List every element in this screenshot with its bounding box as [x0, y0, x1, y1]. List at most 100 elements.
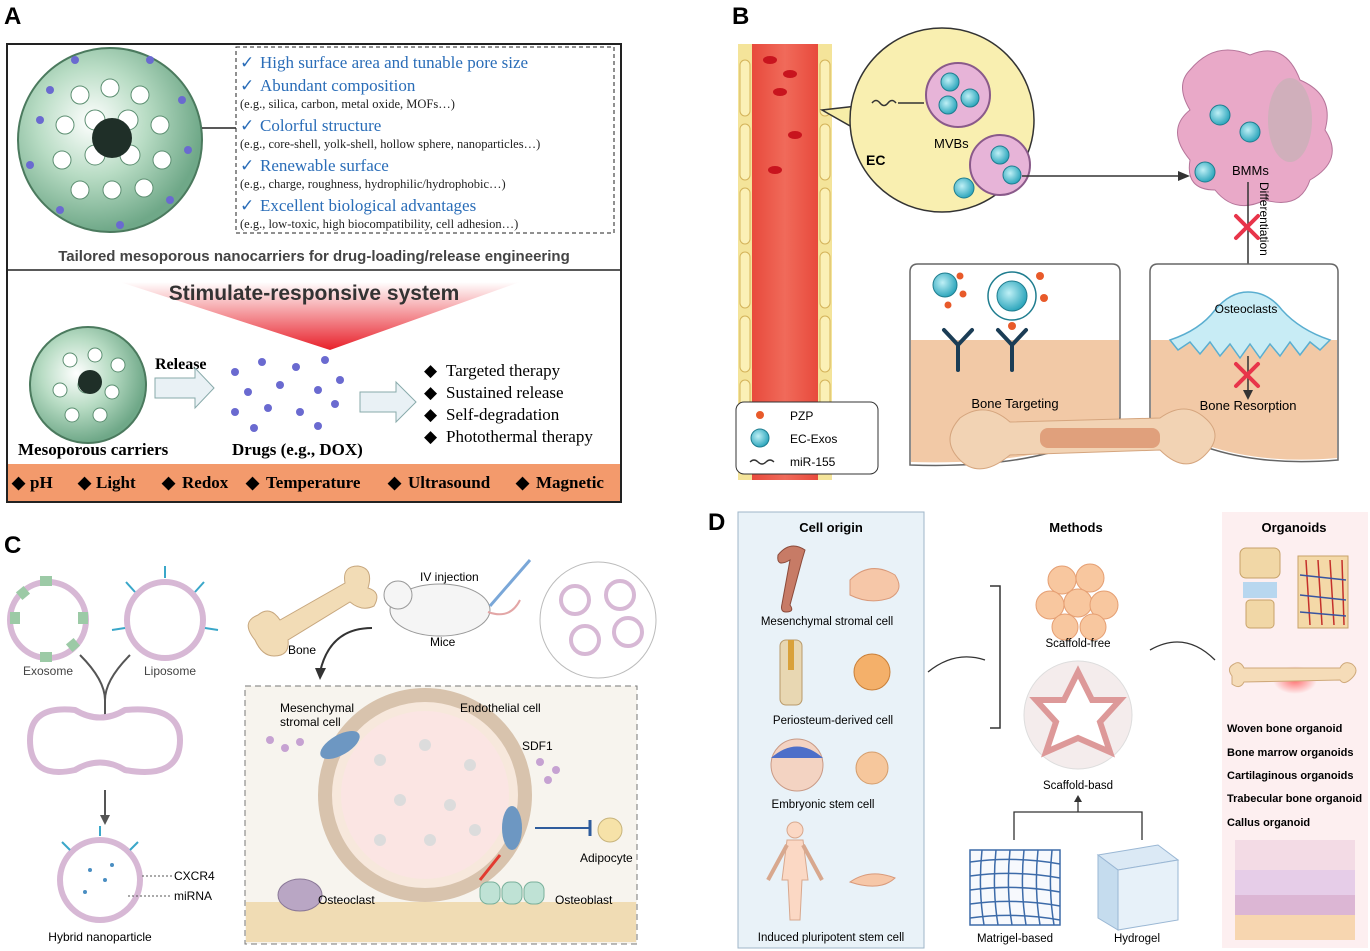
inhibit-x-icon: [1234, 362, 1260, 388]
cell-origin-title: Cell origin: [799, 520, 863, 535]
stimulus-item: Ultrasound: [408, 473, 491, 492]
hydrogel-icon: [1096, 844, 1180, 931]
ipsc-icon: [848, 873, 896, 887]
exosome-group: [938, 72, 980, 115]
stimulus-bullet: ◆: [515, 473, 530, 492]
stimulus-item: Light: [96, 473, 136, 492]
application-bullet: ◆: [424, 427, 438, 446]
panel-label-a: A: [4, 3, 21, 30]
application-bullet: ◆: [424, 383, 438, 402]
stimulus-bullet: ◆: [77, 473, 92, 492]
bone-targeting-label: Bone Targeting: [971, 396, 1058, 411]
cell-origin-label: Periosteum-derived cell: [773, 715, 893, 727]
feature-example: (e.g., silica, carbon, metal oxide, MOFs…: [240, 97, 455, 111]
feature-title: Colorful structure: [260, 116, 381, 135]
liposome-label: Liposome: [144, 664, 196, 678]
feature-check: ✓: [240, 156, 254, 175]
mouse-head: [383, 580, 413, 610]
legend-label: PZP: [790, 409, 813, 423]
receptor-icons: [942, 328, 1028, 372]
exosome-group: [953, 145, 1022, 199]
mesoporous-sphere-large: [17, 47, 203, 233]
feature-title: Renewable surface: [260, 156, 389, 175]
bmms-label: BMMs: [1232, 163, 1269, 178]
stimuli-bar: [8, 464, 620, 501]
mesoporous-sphere-small: [29, 326, 147, 444]
bone-resorption-label: Bone Resorption: [1200, 398, 1297, 413]
osteoclast-cell: [1168, 291, 1332, 360]
mirna-icon: [749, 459, 775, 465]
targeted-exosome: [987, 271, 1048, 330]
feature-title: Abundant composition: [260, 76, 416, 95]
drug-particles: [231, 356, 344, 432]
release-label: Release: [155, 356, 207, 373]
osteoclast-label: Osteoclast: [318, 893, 375, 907]
cxcr4-label: CXCR4: [174, 869, 215, 883]
fusing-vesicle: [26, 706, 184, 775]
panel-label-d: D: [708, 509, 725, 536]
organoid-type: Callus organoid: [1227, 817, 1310, 829]
stimulus-bullet: ◆: [387, 473, 402, 492]
feature-example: (e.g., low-toxic, high biocompatibility,…: [240, 217, 518, 231]
scaffold-arrowhead: [1074, 795, 1082, 802]
application-bullet: ◆: [424, 405, 438, 424]
sdf1-particles: [266, 736, 560, 784]
cell-origin-label: Embryonic stem cell: [772, 799, 875, 811]
inhibit-x-icon: [1234, 214, 1260, 240]
trabecular-bone-icon: [1297, 555, 1349, 629]
organoid-type: Cartilaginous organoids: [1227, 770, 1354, 782]
stimulus-item: Redox: [182, 473, 229, 492]
msc-label: stromal cell: [280, 715, 341, 729]
method-bracket: [990, 585, 1001, 729]
legend-label: miR-155: [790, 455, 836, 469]
osteoclasts-label: Osteoclasts: [1215, 302, 1278, 316]
mirna-label: miRNA: [174, 889, 212, 903]
stimulus-bullet: ◆: [161, 473, 176, 492]
application-item: Photothermal therapy: [446, 427, 593, 446]
osteoblast-cells: [479, 881, 545, 905]
flow-arrow: [1149, 641, 1216, 661]
scaffold-free-label: Scaffold-free: [1046, 638, 1111, 650]
embryo-inner-mass: [771, 746, 823, 758]
carriers-label: Mesoporous carriers: [18, 440, 169, 459]
matrigel-icon: [969, 849, 1061, 926]
exosome-vesicle: [7, 576, 89, 662]
spheroid-icon: [1035, 563, 1119, 641]
msc-cell: [502, 806, 522, 850]
periosteum-cell-icon: [853, 653, 891, 691]
stimulus-item: pH: [30, 473, 53, 492]
stimulus-bullet: ◆: [11, 473, 26, 492]
delivery-arrow: [319, 627, 373, 673]
exosome-icon: [750, 428, 770, 448]
endothelial-label: Endothelial cell: [460, 701, 541, 715]
organoid-type: Bone marrow organoids: [1227, 747, 1354, 759]
feature-check: ✓: [240, 116, 254, 135]
tailored-title: Tailored mesoporous nanocarriers for dru…: [58, 248, 570, 265]
bone-marrow: [1040, 428, 1160, 448]
feature-example: (e.g., charge, roughness, hydrophilic/hy…: [240, 177, 506, 191]
stimulus-item: Magnetic: [536, 473, 604, 492]
application-item: Self-degradation: [446, 405, 560, 424]
stimulate-title: Stimulate-responsive system: [169, 282, 460, 305]
hydrogel-label: Hydrogel: [1114, 933, 1160, 945]
hybrid-arrowhead: [100, 815, 110, 825]
application-bullet: ◆: [424, 361, 438, 380]
msc-icon: [849, 568, 900, 602]
mvbs-label: MVBs: [934, 136, 969, 151]
resorption-arrowhead: [1243, 390, 1253, 400]
periosteum-detail: [788, 640, 794, 670]
scaffold-based-label: Scaffold-basd: [1043, 780, 1113, 792]
bone-label: Bone: [288, 643, 316, 657]
panel-label-b: B: [732, 3, 749, 30]
iv-injection-label: IV injection: [420, 570, 479, 584]
exosome-label: Exosome: [23, 664, 73, 678]
delivery-arrowhead: [315, 668, 326, 680]
feature-title: Excellent biological advantages: [260, 196, 476, 215]
legend-box: [735, 401, 879, 475]
hybrid-nanoparticle: [57, 826, 143, 923]
organoids-title: Organoids: [1261, 520, 1326, 535]
feature-check: ✓: [240, 53, 254, 72]
applications-list: ◆ Targeted therapy ◆ Sustained release ◆…: [424, 361, 593, 446]
syringe-icon: [488, 559, 532, 607]
